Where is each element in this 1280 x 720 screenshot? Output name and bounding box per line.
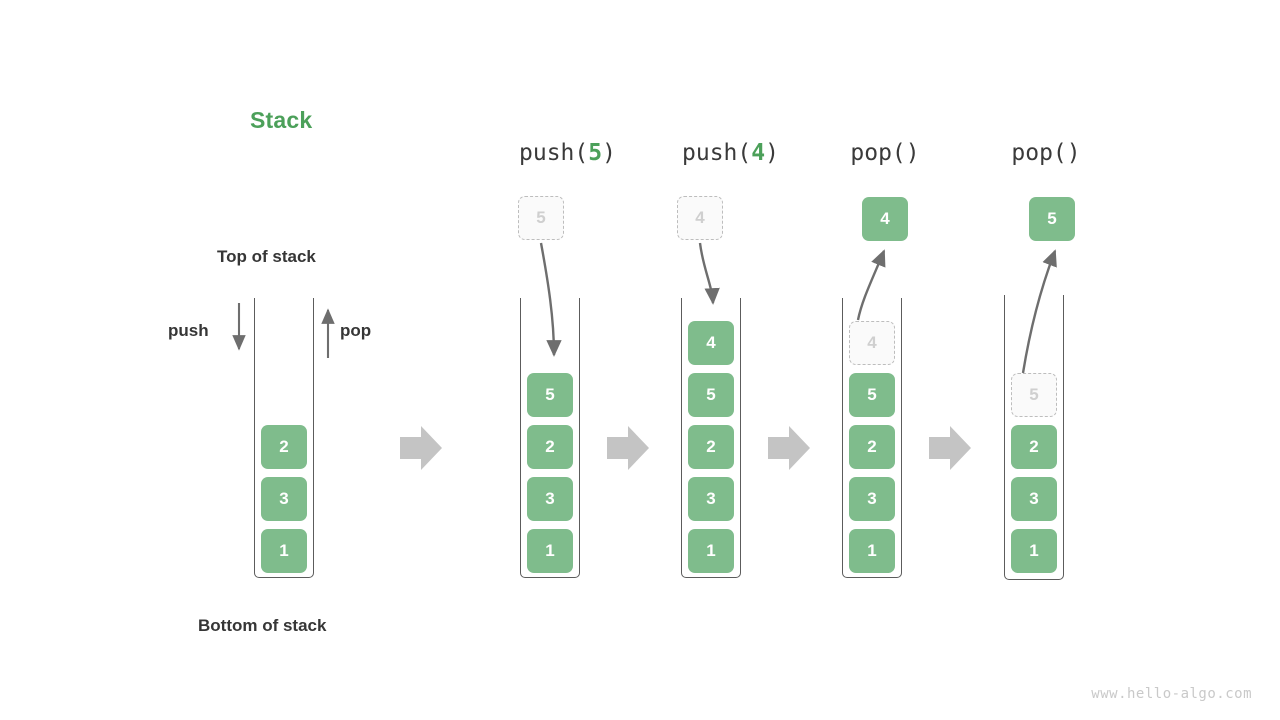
stack-cell[interactable]: 3 — [849, 477, 895, 521]
stack-container-pop-2 — [1004, 295, 1064, 580]
stack-container-pop-1 — [842, 298, 902, 578]
stack-cell[interactable]: 1 — [849, 529, 895, 573]
watermark: www.hello-algo.com — [1091, 686, 1252, 702]
op-header-prefix: push( — [519, 140, 589, 166]
op-header-push-5: push(5) — [490, 140, 645, 166]
op-header-pop-1: pop() — [814, 140, 956, 166]
stack-cell[interactable]: 1 — [1011, 529, 1057, 573]
stack-cell[interactable]: 5 — [527, 373, 573, 417]
popped-value-cell[interactable]: 4 — [862, 197, 908, 241]
op-header-suffix: ) — [602, 140, 616, 166]
stack-cell[interactable]: 3 — [688, 477, 734, 521]
stack-cell[interactable]: 3 — [261, 477, 307, 521]
stack-cell[interactable]: 1 — [688, 529, 734, 573]
transition-arrow — [768, 426, 810, 470]
floating-ghost-cell: 5 — [518, 196, 564, 240]
op-header-arg: 4 — [751, 140, 766, 166]
stack-cell[interactable]: 2 — [261, 425, 307, 469]
stack-cell-ghost: 5 — [1011, 373, 1057, 417]
transition-arrow — [929, 426, 971, 470]
stack-cell[interactable]: 3 — [527, 477, 573, 521]
transition-arrow — [400, 426, 442, 470]
bottom-of-stack-label: Bottom of stack — [198, 616, 327, 635]
popped-value-cell[interactable]: 5 — [1029, 197, 1075, 241]
stack-cell[interactable]: 1 — [261, 529, 307, 573]
stack-cell[interactable]: 5 — [849, 373, 895, 417]
op-header-pop-2: pop() — [975, 140, 1117, 166]
op-header-prefix: pop() — [1011, 140, 1081, 166]
stack-cell[interactable]: 5 — [688, 373, 734, 417]
op-header-prefix: pop() — [850, 140, 920, 166]
push-label: push — [168, 321, 209, 340]
stack-cell[interactable]: 2 — [688, 425, 734, 469]
stack-cell[interactable]: 1 — [527, 529, 573, 573]
push-4-motion-arrow — [698, 242, 720, 305]
op-header-arg: 5 — [588, 140, 603, 166]
op-header-suffix: ) — [765, 140, 779, 166]
stack-cell[interactable]: 2 — [1011, 425, 1057, 469]
stack-cell[interactable]: 4 — [688, 321, 734, 365]
stack-cell[interactable]: 2 — [527, 425, 573, 469]
top-of-stack-label: Top of stack — [217, 247, 316, 266]
stack-cell-ghost: 4 — [849, 321, 895, 365]
stack-container-push-5 — [520, 298, 580, 578]
op-header-push-4: push(4) — [653, 140, 808, 166]
stack-container-push-4 — [681, 298, 741, 578]
floating-ghost-cell: 4 — [677, 196, 723, 240]
pop-label: pop — [340, 321, 372, 340]
op-header-prefix: push( — [682, 140, 752, 166]
stack-cell[interactable]: 3 — [1011, 477, 1057, 521]
page-title: Stack — [250, 107, 313, 133]
transition-arrow — [607, 426, 649, 470]
stack-container-initial — [254, 298, 314, 578]
stack-cell[interactable]: 2 — [849, 425, 895, 469]
